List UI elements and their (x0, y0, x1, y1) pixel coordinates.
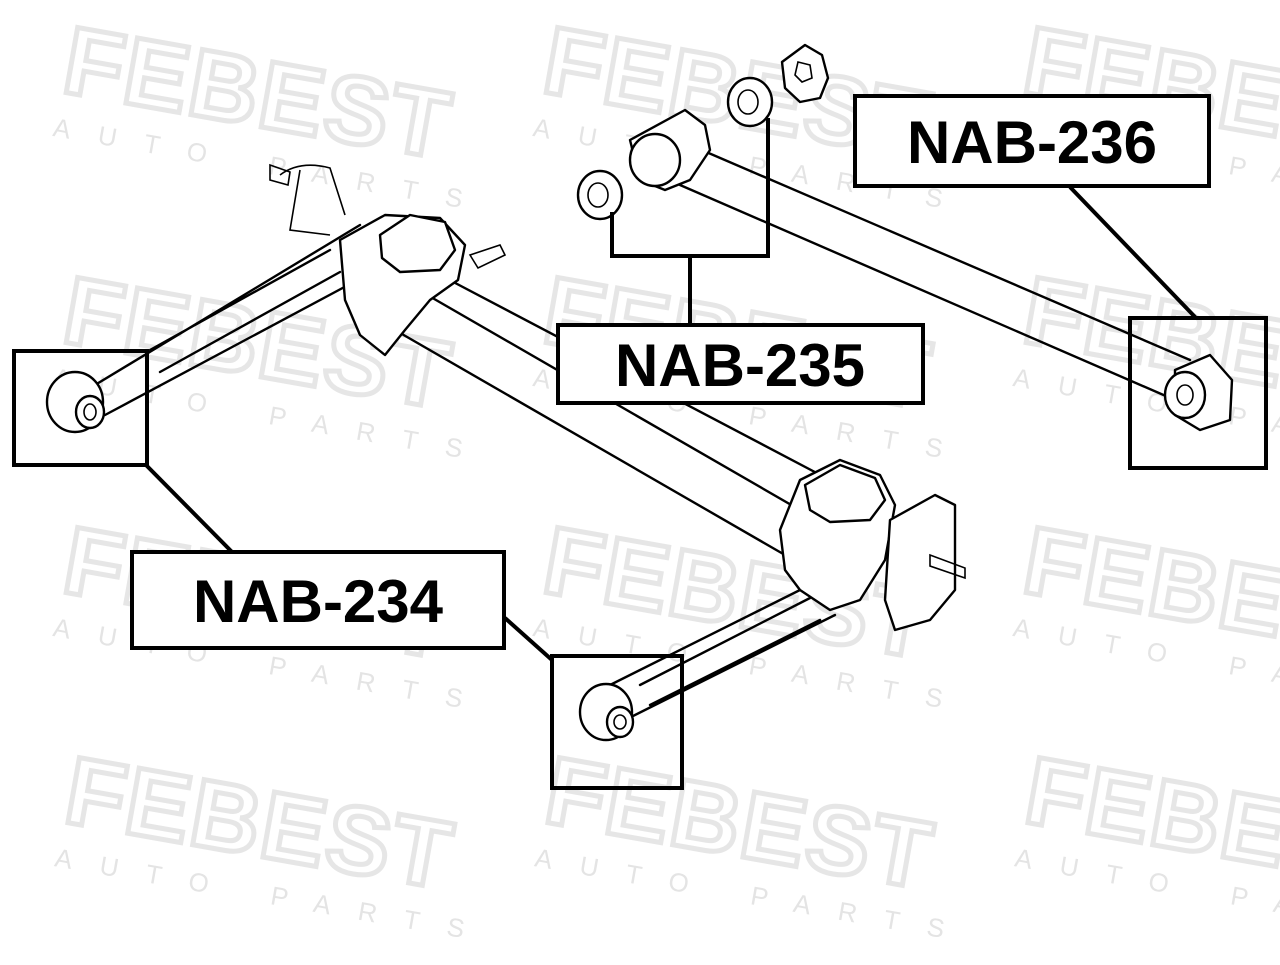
left-drum (378, 213, 457, 274)
bracket-nab-235 (610, 118, 770, 325)
watermark: FEBEST AUTO PARTS (533, 734, 975, 948)
left-trailing-arm (93, 223, 382, 417)
leader-nab-236 (1068, 185, 1198, 320)
callout-box-left-bushing (12, 349, 149, 467)
watermark: FEBEST AUTO PARTS (1011, 504, 1280, 718)
watermark: FEBEST AUTO PARTS (1013, 734, 1280, 948)
left-arm-bushing (45, 370, 106, 434)
part-number-nab-235: NAB-235 (615, 332, 865, 399)
lateral-rod (678, 143, 1192, 402)
lateral-rod-assembly (576, 43, 1234, 432)
label-nab-235: NAB-235 (556, 323, 925, 405)
label-nab-236: NAB-236 (853, 94, 1211, 188)
part-number-nab-236: NAB-236 (907, 109, 1157, 176)
right-drum (803, 463, 887, 524)
callout-boxes (12, 118, 1268, 790)
watermark: FEBEST AUTO PARTS (51, 4, 493, 218)
left-brake-line (279, 164, 346, 236)
washer (780, 43, 830, 104)
lateral-rod-eye-bore (628, 132, 682, 188)
callout-box-end-bushing (1128, 316, 1268, 470)
leader-nab-234-right (503, 616, 554, 662)
lateral-rod-end-bushing (1163, 353, 1234, 432)
part-number-nab-234: NAB-234 (193, 568, 444, 635)
small-bushing-left (576, 169, 624, 221)
small-bushing-right (726, 76, 774, 128)
leader-nab-234-left (144, 463, 234, 554)
right-trailing-arm (598, 578, 837, 727)
right-arm-bushing (578, 682, 635, 742)
watermark: FEBEST AUTO PARTS (53, 734, 495, 948)
watermark: FEBEST AUTO PARTS (1011, 254, 1280, 468)
callout-box-right-bushing (550, 654, 684, 790)
left-fitting (269, 163, 507, 270)
right-backing-plate (883, 493, 957, 632)
right-stud (929, 553, 966, 580)
label-nab-234: NAB-234 (130, 550, 506, 650)
leader-lines (144, 185, 1198, 662)
